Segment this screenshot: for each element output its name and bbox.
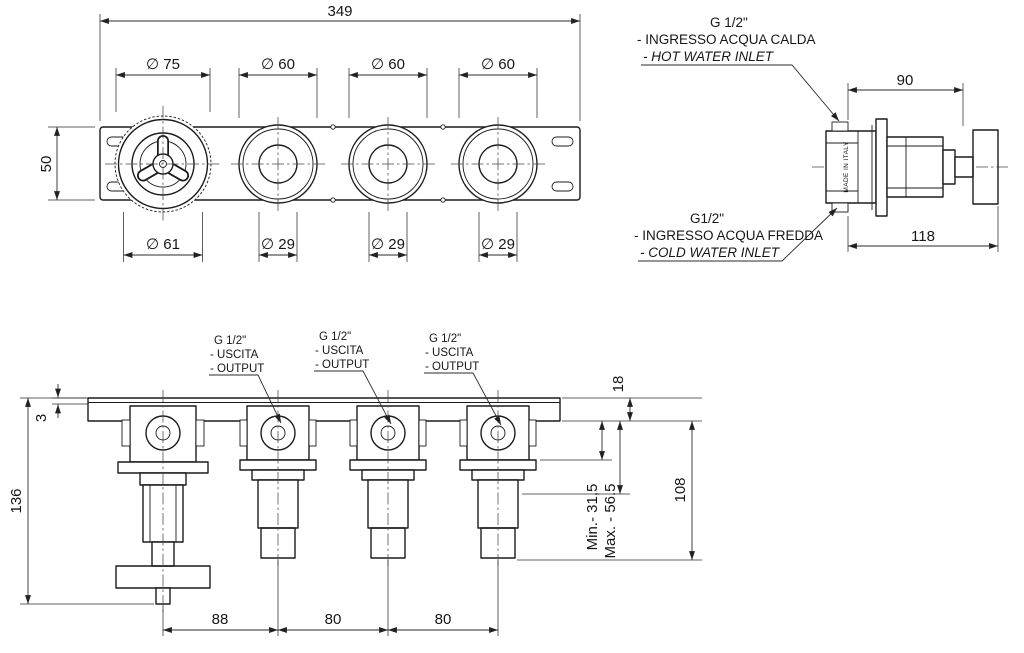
dim-max-label: Max. - 56.5: [602, 483, 619, 558]
cold-label-it: - INGRESSO ACQUA FREDDA: [634, 228, 823, 243]
front-centerlines: [105, 106, 545, 222]
plan-plate: [87, 397, 561, 422]
dim-front-width: 349: [99, 3, 581, 121]
dim-d29-label-1: ∅ 29: [261, 236, 295, 253]
dim-d29-label-3: ∅ 29: [481, 236, 515, 253]
cold-label-en: - COLD WATER INLET: [640, 245, 781, 260]
output-annotation-3: G 1/2" - USCITA - OUTPUT: [424, 333, 502, 426]
cold-leader-line: [638, 207, 838, 262]
output3-it: - USCITA: [425, 347, 474, 359]
dim-d60-label-3: ∅ 60: [481, 56, 515, 73]
plan-view: G 1/2" - USCITA - OUTPUT G 1/2" - USCITA…: [8, 331, 702, 636]
output2-it: - USCITA: [315, 345, 364, 357]
hot-label-en: - HOT WATER INLET: [643, 49, 775, 64]
dim-knob-diameters-top: ∅ 75 ∅ 60 ∅ 60 ∅ 60: [115, 56, 538, 118]
output3-en: - OUTPUT: [425, 361, 479, 373]
output1-leader: [209, 374, 282, 424]
output1-it: - USCITA: [210, 349, 259, 361]
cold-inlet-fitting: [831, 202, 849, 213]
dim-80-label-2: 80: [435, 611, 452, 628]
dim-88-label: 88: [212, 611, 229, 628]
side-view: MADE IN ITALY 90 118 G 1/2" - INGRESSO A…: [634, 15, 1008, 262]
side-flange-plate: [875, 118, 888, 217]
cartridge-housing: [886, 136, 944, 198]
thermostat-body-plan: [115, 390, 211, 612]
dim-d60-label-1: ∅ 60: [261, 56, 295, 73]
output3-thread: G 1/2": [429, 333, 461, 345]
output2-thread: G 1/2": [319, 331, 351, 343]
output2-leader: [314, 370, 392, 425]
dim-18-label: 18: [610, 376, 627, 393]
dim-d60-label-2: ∅ 60: [371, 56, 405, 73]
output-annotation-2: G 1/2" - USCITA - OUTPUT: [314, 331, 392, 425]
hot-label-it: - INGRESSO ACQUA CALDA: [637, 32, 816, 47]
handle-stem: [954, 156, 974, 178]
dim-80-label-1: 80: [325, 611, 342, 628]
dim-plate-thickness: 3: [33, 384, 88, 422]
output1-thread: G 1/2": [214, 335, 246, 347]
output2-en: - OUTPUT: [315, 359, 369, 371]
dim-knob-diameters-bottom: ∅ 61 ∅ 29 ∅ 29 ∅ 29: [123, 212, 518, 262]
hot-leader-line: [641, 64, 840, 122]
valve-body-plan-3: [459, 390, 537, 568]
dim-plate-to-body: 18: [562, 376, 702, 422]
dim-valve-spacings: 88 80 80: [162, 560, 499, 636]
mounting-slot: [551, 136, 574, 147]
cold-water-annotation: G1/2" - INGRESSO ACQUA FREDDA - COLD WAT…: [634, 207, 838, 262]
output3-leader: [424, 372, 502, 426]
cold-thread-label: G1/2": [690, 211, 724, 226]
front-view: 349 ∅ 75 ∅ 60 ∅ 60 ∅ 60 50: [38, 3, 581, 262]
dim-108-label: 108: [672, 477, 689, 502]
dim-height-label: 50: [38, 156, 55, 173]
made-in-italy-label: MADE IN ITALY: [843, 141, 850, 192]
hot-thread-label: G 1/2": [710, 15, 748, 30]
dim-3-label: 3: [33, 414, 50, 422]
dim-min-label: Min.- 31,5: [584, 484, 601, 551]
output-annotation-1: G 1/2" - USCITA - OUTPUT: [209, 335, 282, 424]
dim-90-label: 90: [897, 72, 914, 89]
hot-inlet-fitting: [831, 121, 849, 132]
in-wall-body: [825, 130, 877, 204]
dim-118-label: 118: [911, 228, 935, 245]
dim-min-max-depth: Min.- 31,5 Max. - 56.5: [522, 421, 630, 559]
dim-front-height: 50: [38, 126, 95, 201]
dim-front-width-label: 349: [327, 3, 352, 20]
dim-136-label: 136: [8, 488, 25, 513]
dim-d29-label-2: ∅ 29: [371, 236, 405, 253]
front-plate: [99, 126, 581, 201]
dim-side-depth: 90: [847, 72, 964, 126]
valve-body-plan-2: [349, 390, 427, 568]
dim-side-total: 118: [847, 206, 999, 252]
mounting-slot: [551, 181, 574, 192]
dim-d61-label: ∅ 61: [146, 236, 180, 253]
hot-water-annotation: G 1/2" - INGRESSO ACQUA CALDA - HOT WATE…: [637, 15, 840, 122]
dim-body-depth: 108: [517, 421, 702, 561]
side-handle-wheel: [972, 129, 999, 205]
output1-en: - OUTPUT: [210, 363, 264, 375]
dim-overall-height: 136: [8, 397, 154, 605]
dim-d75-label: ∅ 75: [146, 56, 180, 73]
valve-body-plan-1: [239, 390, 317, 568]
